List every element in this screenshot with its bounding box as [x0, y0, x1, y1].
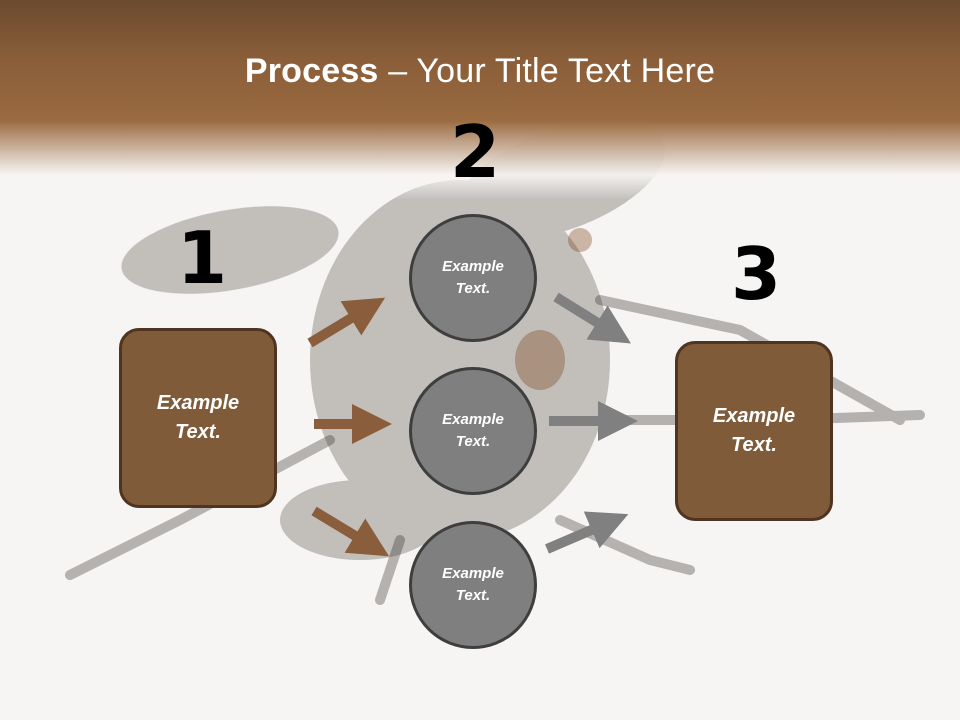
step-2-circle-middle[interactable]: Example Text. — [409, 367, 537, 495]
circle-middle-text: Example Text. — [442, 410, 504, 451]
title-separator: – — [378, 52, 417, 90]
header-band — [0, 0, 960, 200]
arrow-left-to-bottom — [311, 506, 390, 557]
slide-title: Process – Your Title Text Here — [0, 52, 960, 91]
title-bold-part: Process — [244, 52, 379, 90]
circle-top-text: Example Text. — [442, 257, 504, 298]
arrow-left-to-top — [307, 297, 386, 348]
step-2-circle-top[interactable]: Example Text. — [409, 214, 537, 342]
step-3-box[interactable]: Example Text. — [675, 341, 833, 521]
circle-bottom-text: Example Text. — [442, 564, 504, 605]
arrow-bottom-to-right — [545, 511, 629, 554]
step-1-text: Example Text. — [156, 392, 240, 443]
title-rest: Your Title Text Here — [416, 52, 716, 90]
arrow-top-to-right — [553, 292, 631, 344]
step-number-1: 1 — [177, 216, 228, 300]
step-number-2: 2 — [450, 110, 501, 194]
step-number-3: 3 — [731, 232, 782, 316]
step-2-circle-bottom[interactable]: Example Text. — [409, 521, 537, 649]
step-3-text: Example Text. — [712, 405, 796, 456]
step-1-box[interactable]: Example Text. — [119, 328, 277, 508]
